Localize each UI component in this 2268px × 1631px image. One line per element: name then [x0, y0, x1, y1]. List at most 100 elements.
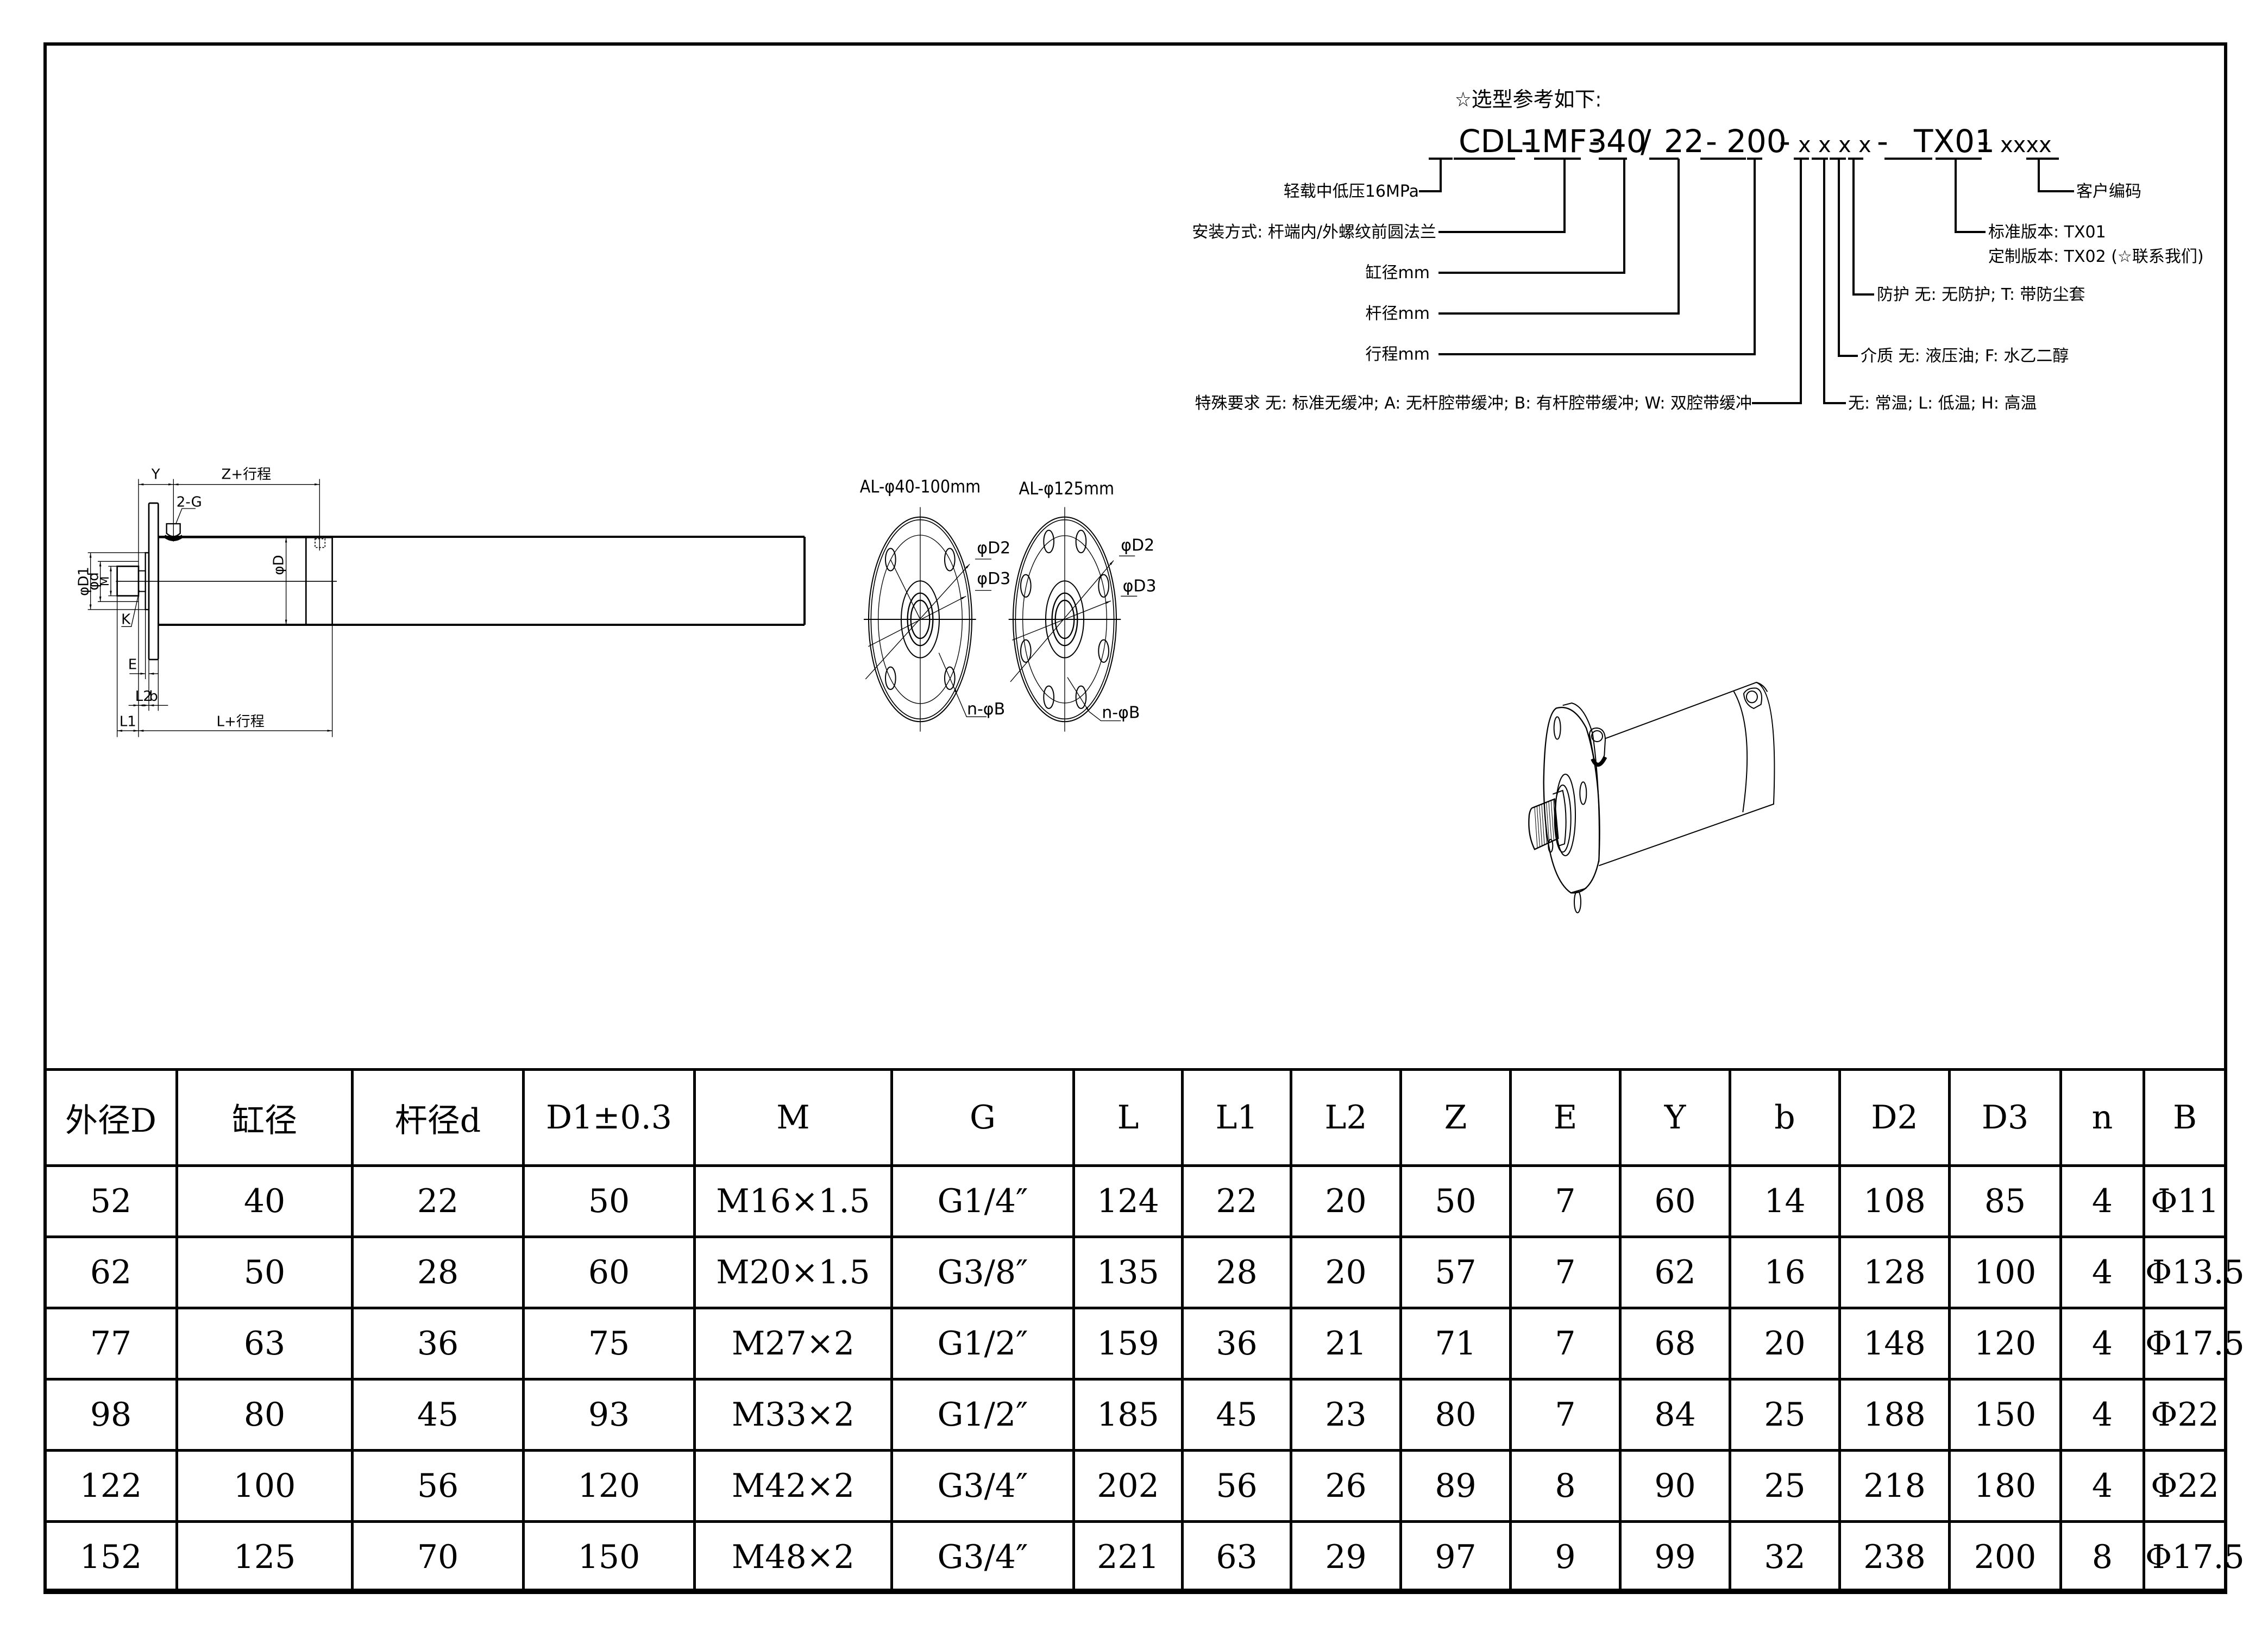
cell-n: 4 — [2059, 1378, 2145, 1452]
cell-l2: 20 — [1290, 1164, 1402, 1238]
dim-phi-d: φd — [86, 572, 102, 591]
cell-d2: 188 — [1838, 1378, 1951, 1452]
side-view: Y Z+行程 2-G K E L2 b L1 L+行程 φD φD1 φd M — [76, 467, 337, 737]
cell-outer-diameter: 98 — [43, 1378, 178, 1452]
flange-hole — [1579, 781, 1587, 805]
col-z: Z — [1399, 1068, 1512, 1167]
drawing-canvas: ☆选型参考如下: CDL1 - MF3 - 40 / 22 - 200 - x … — [76, 87, 2204, 913]
bolt-hole — [1043, 529, 1054, 554]
cell-m: M42×2 — [693, 1449, 893, 1523]
cell-l: 135 — [1072, 1235, 1184, 1309]
cell-b-thickness: 14 — [1729, 1164, 1841, 1238]
bolt-hole — [1098, 639, 1109, 663]
cell-l1: 56 — [1181, 1449, 1292, 1523]
cell-d2: 218 — [1838, 1449, 1951, 1523]
flange-hole — [1548, 838, 1554, 853]
cell-e: 7 — [1509, 1378, 1622, 1452]
dim-phi-d3: φD3 — [977, 569, 1010, 588]
col-d1: D1±0.3 — [522, 1068, 696, 1167]
table-header-row: 外径D 缸径 杆径d D1±0.3 M G L L1 L2 Z E Y b D2… — [43, 1068, 2227, 1167]
code-special: x — [1798, 133, 1811, 158]
end-cap-seam — [1733, 691, 1748, 813]
bolt-hole — [1043, 685, 1054, 709]
cell-y: 99 — [1619, 1520, 1731, 1594]
dim-b: b — [149, 688, 158, 705]
cell-d1: 75 — [522, 1307, 696, 1381]
cell-z: 57 — [1399, 1235, 1512, 1309]
code-medium: x — [1838, 133, 1851, 158]
cell-rod-diameter: 22 — [351, 1164, 525, 1238]
cell-d1: 120 — [522, 1449, 696, 1523]
dim-port: 2-G — [177, 494, 202, 511]
bolt-hole — [1075, 685, 1087, 709]
label-bore: 缸径mm — [1366, 264, 1430, 283]
cell-l2: 21 — [1290, 1307, 1402, 1381]
side-view-drawing — [158, 536, 806, 626]
cell-d2: 148 — [1838, 1307, 1951, 1381]
col-b-thickness: b — [1729, 1068, 1841, 1167]
model-code-block: ☆选型参考如下: CDL1 - MF3 - 40 / 22 - 200 - x … — [1192, 87, 2203, 413]
code-bore: 40 — [1606, 123, 1647, 160]
cell-l1: 63 — [1181, 1520, 1292, 1594]
cell-b-hole: Φ17.5 — [2143, 1307, 2245, 1381]
cell-b-hole: Φ17.5 — [2143, 1520, 2245, 1594]
cell-n: 4 — [2059, 1164, 2145, 1238]
label-medium: 介质 无: 液压油; F: 水乙二醇 — [1861, 347, 2069, 366]
cell-y: 62 — [1619, 1235, 1731, 1309]
cell-g: G3/8″ — [890, 1235, 1075, 1309]
col-b-hole: B — [2143, 1068, 2227, 1167]
cell-outer-diameter: 77 — [43, 1307, 178, 1381]
bolt-hole — [1098, 574, 1109, 598]
isometric-cylinder-view — [1528, 681, 1775, 913]
cell-d1: 150 — [522, 1520, 696, 1594]
cell-rod-diameter: 70 — [351, 1520, 525, 1594]
col-l1: L1 — [1181, 1068, 1292, 1167]
specification-table: 外径D 缸径 杆径d D1±0.3 M G L L1 L2 Z E Y b D2… — [43, 1068, 2245, 1594]
cell-d3: 120 — [1948, 1307, 2062, 1381]
cell-rod-diameter: 56 — [351, 1449, 525, 1523]
cell-e: 7 — [1509, 1235, 1622, 1309]
cell-m: M27×2 — [693, 1307, 893, 1381]
flange-view-title: AL-φ125mm — [1019, 478, 1114, 499]
cell-e: 9 — [1509, 1520, 1622, 1594]
dim-phi-d2: φD2 — [1121, 536, 1154, 555]
cell-l: 159 — [1072, 1307, 1184, 1381]
cell-d1: 60 — [522, 1235, 696, 1309]
code-customer: xxxx — [2000, 133, 2052, 158]
cell-rod-diameter: 36 — [351, 1307, 525, 1381]
label-special: 特殊要求 无: 标准无缓冲; A: 无杆腔带缓冲; B: 有杆腔带缓冲; W: … — [1195, 394, 1752, 413]
code-temperature: x — [1818, 133, 1831, 158]
dim-k: K — [121, 611, 131, 628]
code-mounting: MF3 — [1542, 123, 1607, 160]
dim-l2: L2 — [135, 688, 152, 705]
dim-l-stroke: L+行程 — [217, 714, 265, 730]
col-e: E — [1509, 1068, 1622, 1167]
cell-b-hole: Φ11 — [2143, 1164, 2227, 1238]
cell-b-thickness: 32 — [1729, 1520, 1841, 1594]
bolt-holes — [1020, 529, 1109, 709]
cell-z: 80 — [1399, 1378, 1512, 1452]
cell-d3: 180 — [1948, 1449, 2062, 1523]
cell-z: 71 — [1399, 1307, 1512, 1381]
label-customer-code: 客户编码 — [2076, 182, 2141, 201]
cell-m: M33×2 — [693, 1378, 893, 1452]
flange-view-title: AL-φ40-100mm — [860, 476, 981, 497]
cell-l2: 26 — [1290, 1449, 1402, 1523]
threaded-rod — [1528, 798, 1559, 850]
cell-b-thickness: 20 — [1729, 1307, 1841, 1381]
cell-y: 60 — [1619, 1164, 1731, 1238]
barrel-outline — [1598, 681, 1775, 867]
cell-g: G3/4″ — [890, 1449, 1075, 1523]
cell-d2: 238 — [1838, 1520, 1951, 1594]
cell-l1: 28 — [1181, 1235, 1292, 1309]
dim-z-stroke: Z+行程 — [222, 467, 272, 483]
label-stroke: 行程mm — [1366, 345, 1430, 364]
cell-rod-diameter: 28 — [351, 1235, 525, 1309]
cell-l: 202 — [1072, 1449, 1184, 1523]
dim-n-phi-b: n-φB — [967, 700, 1005, 719]
cell-y: 90 — [1619, 1449, 1731, 1523]
col-g: G — [890, 1068, 1075, 1167]
